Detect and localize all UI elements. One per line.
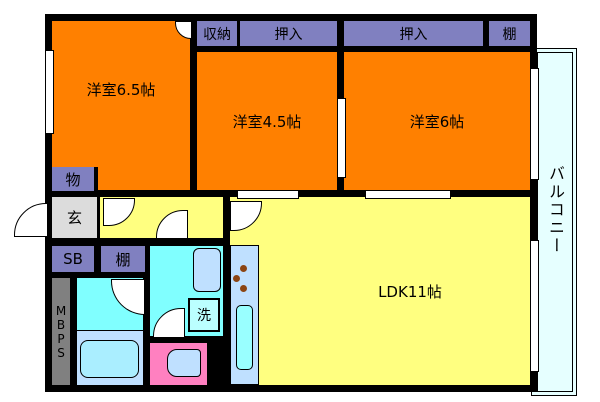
room-label: 洋室6.5帖 bbox=[86, 80, 156, 99]
shoe-box: SB bbox=[52, 246, 94, 272]
closet-2: 押入 bbox=[344, 21, 483, 46]
room-western-6-5-lower bbox=[98, 160, 190, 190]
entrance-label: 玄 bbox=[66, 209, 82, 227]
washer-label: 洗 bbox=[197, 308, 211, 324]
bathtub-icon bbox=[80, 340, 139, 378]
shelf-small: 棚 bbox=[101, 246, 145, 272]
shelf-label: 棚 bbox=[502, 26, 517, 43]
ldk-label: LDK11帖 bbox=[378, 282, 442, 301]
entrance-door[interactable] bbox=[14, 203, 48, 237]
sliding-door[interactable] bbox=[337, 98, 346, 178]
window bbox=[530, 240, 539, 372]
sliding-door[interactable] bbox=[237, 190, 299, 199]
room-western-6-5: 洋室6.5帖 bbox=[52, 21, 190, 167]
room-western-6: 洋室6帖 bbox=[344, 52, 530, 190]
window bbox=[530, 68, 539, 180]
room-label: 洋室4.5帖 bbox=[232, 112, 302, 131]
closet-label: 押入 bbox=[274, 26, 303, 43]
room-western-4-5: 洋室4.5帖 bbox=[197, 52, 337, 190]
storage: 収納 bbox=[197, 21, 237, 46]
ldk: LDK11帖 bbox=[230, 197, 530, 385]
stove-icon bbox=[233, 275, 240, 282]
storeroom-label: 物 bbox=[65, 170, 81, 189]
shelf-label: 棚 bbox=[115, 250, 131, 269]
washer-icon: 洗 bbox=[188, 298, 220, 332]
washbasin-icon bbox=[193, 248, 221, 292]
window bbox=[45, 50, 54, 134]
closet-1: 押入 bbox=[240, 21, 337, 46]
mbps-label: MBPS bbox=[54, 303, 68, 360]
balcony-inner bbox=[537, 52, 573, 392]
stove-icon bbox=[240, 265, 247, 272]
storeroom: 物 bbox=[52, 167, 94, 191]
toilet-icon bbox=[167, 349, 201, 377]
closet-label: 押入 bbox=[399, 26, 428, 43]
entrance: 玄 bbox=[52, 197, 97, 238]
room-label: 洋室6帖 bbox=[409, 112, 465, 131]
shoe-box-label: SB bbox=[63, 250, 83, 268]
mbps: MBPS bbox=[52, 278, 70, 385]
shelf-top: 棚 bbox=[489, 21, 530, 46]
sink-icon bbox=[236, 305, 253, 370]
sliding-door[interactable] bbox=[365, 190, 451, 199]
storage-label: 収納 bbox=[203, 26, 231, 43]
stove-icon bbox=[240, 285, 247, 292]
balcony-label: バルコニー bbox=[546, 165, 565, 255]
